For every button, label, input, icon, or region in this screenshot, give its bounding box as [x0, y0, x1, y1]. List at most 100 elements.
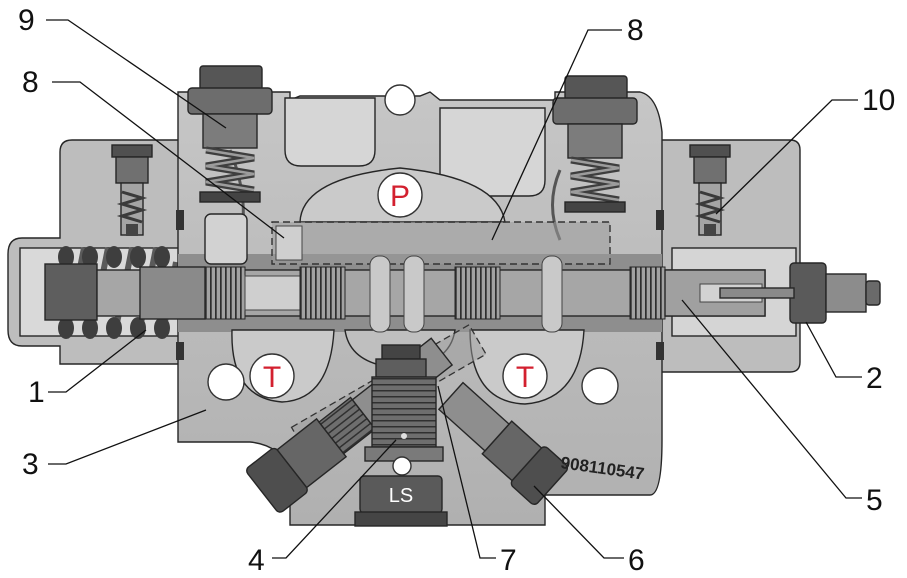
ls-bottom-plate	[354, 511, 448, 527]
housing-notch	[176, 210, 184, 230]
ls-stack: LS	[354, 344, 448, 527]
leader-7	[437, 385, 496, 559]
leader-1	[48, 329, 147, 393]
right-pilot-poppet	[704, 224, 716, 236]
leader-8-top	[491, 29, 622, 241]
leader-3	[48, 409, 207, 465]
spring-coil-bottom	[106, 317, 122, 339]
ls-stack-dot	[401, 433, 407, 439]
spring-coil-top	[82, 246, 98, 268]
leader-8-left	[52, 81, 285, 239]
spool-land-1	[204, 266, 246, 320]
main-spool	[44, 255, 795, 333]
right-end-cap	[659, 139, 881, 373]
right-pilot-valve	[689, 144, 731, 236]
housing-rib	[403, 255, 425, 333]
port-hole	[392, 456, 412, 476]
housing-rib	[541, 255, 563, 333]
callout-6: 6	[628, 544, 645, 577]
left-pilot-spring	[116, 190, 148, 224]
spring-coil-bottom	[82, 317, 98, 339]
spool-window	[244, 275, 301, 311]
sleeve-end	[275, 225, 303, 261]
ls-stack-collar	[375, 358, 427, 378]
leader-10	[715, 99, 858, 215]
callout-9: 9	[18, 4, 35, 37]
callout-7: 7	[500, 544, 517, 577]
callout-8-left: 8	[22, 66, 39, 99]
hex-nut	[564, 75, 628, 101]
ls-port-label: LS	[389, 485, 413, 507]
cartridge-tube	[437, 381, 511, 452]
spring-coil-bottom	[58, 317, 74, 339]
left-pilot-cap	[111, 144, 153, 158]
left-pilot-valve	[111, 144, 153, 236]
right-top-cartridge	[552, 75, 638, 213]
spring-coil-top	[154, 246, 170, 268]
housing-notch	[656, 342, 664, 360]
adjuster-stem	[825, 273, 867, 313]
adjuster-tip	[865, 280, 881, 306]
callout-labels: 9 8 8 10 1 2 3 4 5 6 7	[18, 4, 895, 577]
spring-coil-top	[130, 246, 146, 268]
housing-rib	[369, 255, 391, 333]
leader-9	[46, 19, 227, 129]
port-p-circle	[377, 172, 423, 218]
left-plug	[204, 213, 248, 265]
spool-pin	[719, 287, 795, 299]
spool-collar	[139, 266, 206, 320]
spool-land-4	[629, 266, 666, 320]
cartridge-collar	[552, 97, 638, 125]
left-end-cap	[7, 139, 181, 365]
left-top-cartridge	[187, 65, 273, 203]
right-pilot-body	[693, 156, 727, 184]
leader-6	[533, 485, 624, 559]
spool-land-2	[299, 266, 346, 320]
left-pilot-poppet	[126, 224, 138, 236]
port-t-right-circle	[502, 353, 548, 399]
callout-3: 3	[22, 448, 39, 481]
port-hole	[384, 84, 416, 116]
hex-nut	[199, 65, 263, 91]
port-t-right-label: T	[516, 361, 534, 394]
callout-2: 2	[866, 362, 883, 395]
cartridge-spring-highlight	[570, 158, 620, 202]
right-pilot-spring	[694, 190, 726, 224]
housing-notch	[176, 342, 184, 360]
spring-coil-top	[106, 246, 122, 268]
port-t-left-label: T	[263, 361, 281, 394]
callout-1: 1	[28, 376, 45, 409]
spring-coil-top	[58, 246, 74, 268]
callout-4: 4	[248, 544, 265, 577]
spring-coil-bottom	[154, 317, 170, 339]
spring-retainer	[564, 201, 626, 213]
left-top-cavity	[284, 97, 376, 167]
callout-leaders	[46, 19, 862, 559]
port-p-label: P	[390, 180, 410, 213]
left-pilot-body	[115, 156, 149, 184]
leader-4	[272, 439, 397, 559]
cartridge-spring-highlight	[205, 148, 255, 192]
ls-stack-top	[381, 344, 421, 360]
housing-notch	[656, 210, 664, 230]
right-angled-cartridge	[437, 381, 569, 505]
port-t-left: T	[249, 353, 295, 399]
spool-land-3	[454, 266, 501, 320]
port-t-right: T	[502, 353, 548, 399]
callout-8-top: 8	[627, 14, 644, 47]
cartridge-body	[202, 113, 258, 149]
leader-5	[681, 299, 862, 499]
callout-5: 5	[866, 484, 883, 517]
spool-piston	[44, 263, 98, 321]
adjuster-nut	[789, 262, 827, 324]
port-hole	[581, 367, 619, 405]
port-t-left-circle	[249, 353, 295, 399]
sleeve-outline	[271, 221, 611, 265]
cartridge-body	[567, 123, 623, 159]
port-hole	[207, 363, 245, 401]
port-p: P	[377, 172, 423, 218]
right-pilot-cap	[689, 144, 731, 158]
callout-10: 10	[862, 84, 895, 117]
leader-2	[805, 321, 862, 378]
